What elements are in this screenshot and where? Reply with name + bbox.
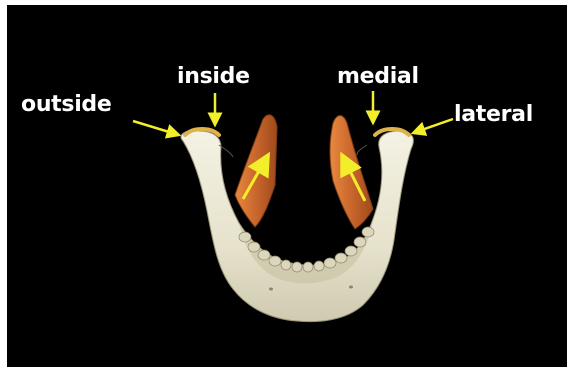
lateral-arrow (413, 119, 453, 133)
label-outside: outside (21, 93, 112, 117)
right-condyle-ligament (357, 145, 367, 155)
image-frame: outside inside medial lateral (7, 5, 567, 367)
left-muscle (235, 115, 277, 227)
label-inside: inside (177, 65, 250, 89)
mandible-bone (181, 131, 413, 322)
label-medial: medial (337, 65, 419, 89)
mandible-illustration (7, 5, 567, 367)
label-lateral: lateral (454, 103, 533, 127)
outside-arrow (133, 121, 179, 135)
